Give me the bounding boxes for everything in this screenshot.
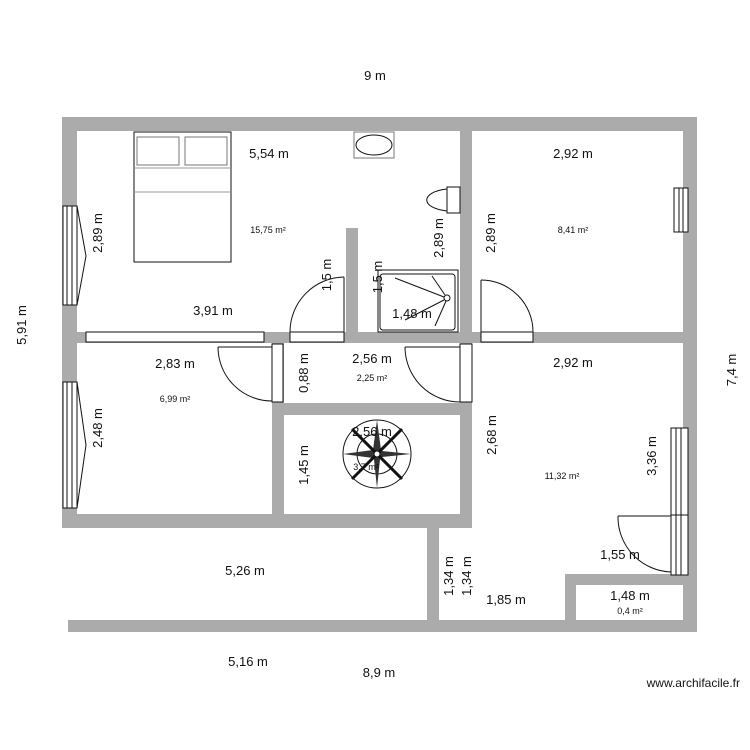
lower-width: 5,26 m <box>225 563 265 578</box>
left-room-width: 2,83 m <box>155 356 195 371</box>
compass-rose-icon <box>342 419 412 489</box>
bedroom2-width: 2,92 m <box>553 146 593 161</box>
window-right-top <box>673 187 689 233</box>
left-room-area: 6,99 m² <box>160 394 191 404</box>
toilet <box>426 186 461 214</box>
bed <box>133 131 232 263</box>
overall-right-dim: 7,4 m <box>724 354 739 387</box>
sink <box>353 131 395 159</box>
compass-room-area: 3,7 m² <box>353 462 379 472</box>
left-room-height: 2,48 m <box>90 408 105 448</box>
bedroom2-area: 8,41 m² <box>558 225 589 235</box>
lower-bottom-dim: 5,16 m <box>228 654 268 669</box>
bathroom-door-dim: 1,5 m <box>370 261 385 294</box>
hall-width: 2,56 m <box>352 351 392 366</box>
shower <box>377 269 459 333</box>
window-right-bottom <box>670 427 689 576</box>
bedroom2-height: 2,89 m <box>483 213 498 253</box>
compass-room-height: 1,45 m <box>296 445 311 485</box>
corridor-height-2: 1,34 m <box>459 556 474 596</box>
right-room-area: 11,32 m² <box>545 471 580 481</box>
closet <box>85 331 265 343</box>
bedroom-area: 15,75 m² <box>250 225 286 235</box>
right-room-width: 2,92 m <box>553 355 593 370</box>
window-left-bottom <box>62 381 87 509</box>
compass-room-width: 2,56 m <box>352 424 392 439</box>
corridor-width: 1,85 m <box>486 592 526 607</box>
door-bedroom[interactable] <box>289 276 345 343</box>
corridor-height: 1,34 m <box>441 556 456 596</box>
bedroom-door-dim: 1,5 m <box>319 259 334 292</box>
bedroom-inner-dim: 3,91 m <box>193 303 233 318</box>
small-room-top: 1,55 m <box>600 547 640 562</box>
watermark: www.archifacile.fr <box>646 676 740 690</box>
window-left-top <box>62 205 87 306</box>
bedroom-width: 5,54 m <box>249 146 289 161</box>
hall-height: 0,88 m <box>296 353 311 393</box>
small-room-area: 0,4 m² <box>617 606 643 616</box>
overall-bottom-dim: 8,9 m <box>363 665 396 680</box>
bathroom-height: 2,89 m <box>431 218 446 258</box>
bedroom-height: 2,89 m <box>90 213 105 253</box>
door-right-room[interactable] <box>617 515 672 573</box>
hall-area: 2,25 m² <box>357 373 388 383</box>
shower-width: 1,48 m <box>392 306 432 321</box>
small-room-width: 1,48 m <box>610 588 650 603</box>
door-hall[interactable] <box>404 343 473 403</box>
door-bedroom-2[interactable] <box>480 279 534 343</box>
overall-left-dim: 5,91 m <box>14 305 29 345</box>
door-left-room[interactable] <box>217 343 284 403</box>
right-room-height: 2,68 m <box>484 415 499 455</box>
overall-top-dim: 9 m <box>364 68 386 83</box>
right-room-height-2: 3,36 m <box>644 436 659 476</box>
